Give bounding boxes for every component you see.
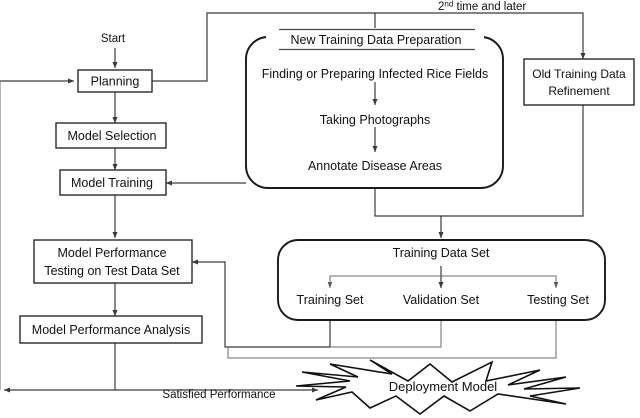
label-start: Start [101,33,126,45]
connector-old-training-to-junction [441,105,584,217]
title-mask [266,28,484,50]
node-label-annotate-disease: Annotate Disease Areas [308,159,442,173]
node-model-performance-analysis[interactable] [19,315,203,344]
connector-planning-to-new-training-prep [152,12,378,82]
node-label-new-training-prep-title: New Training Data Preparation [291,33,462,47]
label-second-time-rest: time and later [453,1,526,13]
label-second-time-number: 2 [438,1,444,13]
label-second-time-superscript: nd [444,0,453,9]
node-label-taking-photographs: Taking Photographs [320,113,431,127]
node-model-performance-testing[interactable] [33,239,193,284]
node-label-perf-testing-line1: Model Performance [57,246,166,260]
node-model-training[interactable] [59,169,167,196]
label-second-time-and-later: 2nd time and later [438,0,526,13]
label-satisfied-performance: Satisfied Performance [162,389,275,401]
deployment-model-burst[interactable] [295,359,581,415]
node-label-model-training: Model Training [71,176,153,190]
node-label-deployment-model: Deployment Model [389,379,497,394]
connector-validation-set-to-junction [330,320,442,348]
node-label-planning: Planning [91,75,140,89]
node-label-validation-set: Validation Set [403,293,480,307]
connector-training-set-to-perf-testing [191,259,331,348]
node-label-old-training-line2: Refinement [548,84,610,98]
node-label-training-data-set-title: Training Data Set [393,246,490,260]
node-label-perf-testing-line2: Testing on Test Data Set [44,264,180,278]
node-label-model-selection: Model Selection [68,129,157,143]
connector-new-training-prep-to-training-data-set [374,188,444,239]
node-label-old-training-line1: Old Training Data [532,67,626,81]
connector-testing-set-to-junction [227,320,557,359]
node-label-training-set: Training Set [297,293,364,307]
connector-second-time-to-old-training [375,12,586,60]
node-planning[interactable] [77,69,153,93]
node-old-training-data-refinement[interactable] [523,58,635,106]
node-label-perf-analysis: Model Performance Analysis [32,323,190,337]
node-label-testing-set: Testing Set [527,293,589,307]
connector-tds-to-training-set [327,275,441,289]
node-model-selection[interactable] [55,122,167,149]
node-label-finding-fields: Finding or Preparing Infected Rice Field… [262,67,489,81]
connector-tds-to-testing-set [441,275,559,289]
